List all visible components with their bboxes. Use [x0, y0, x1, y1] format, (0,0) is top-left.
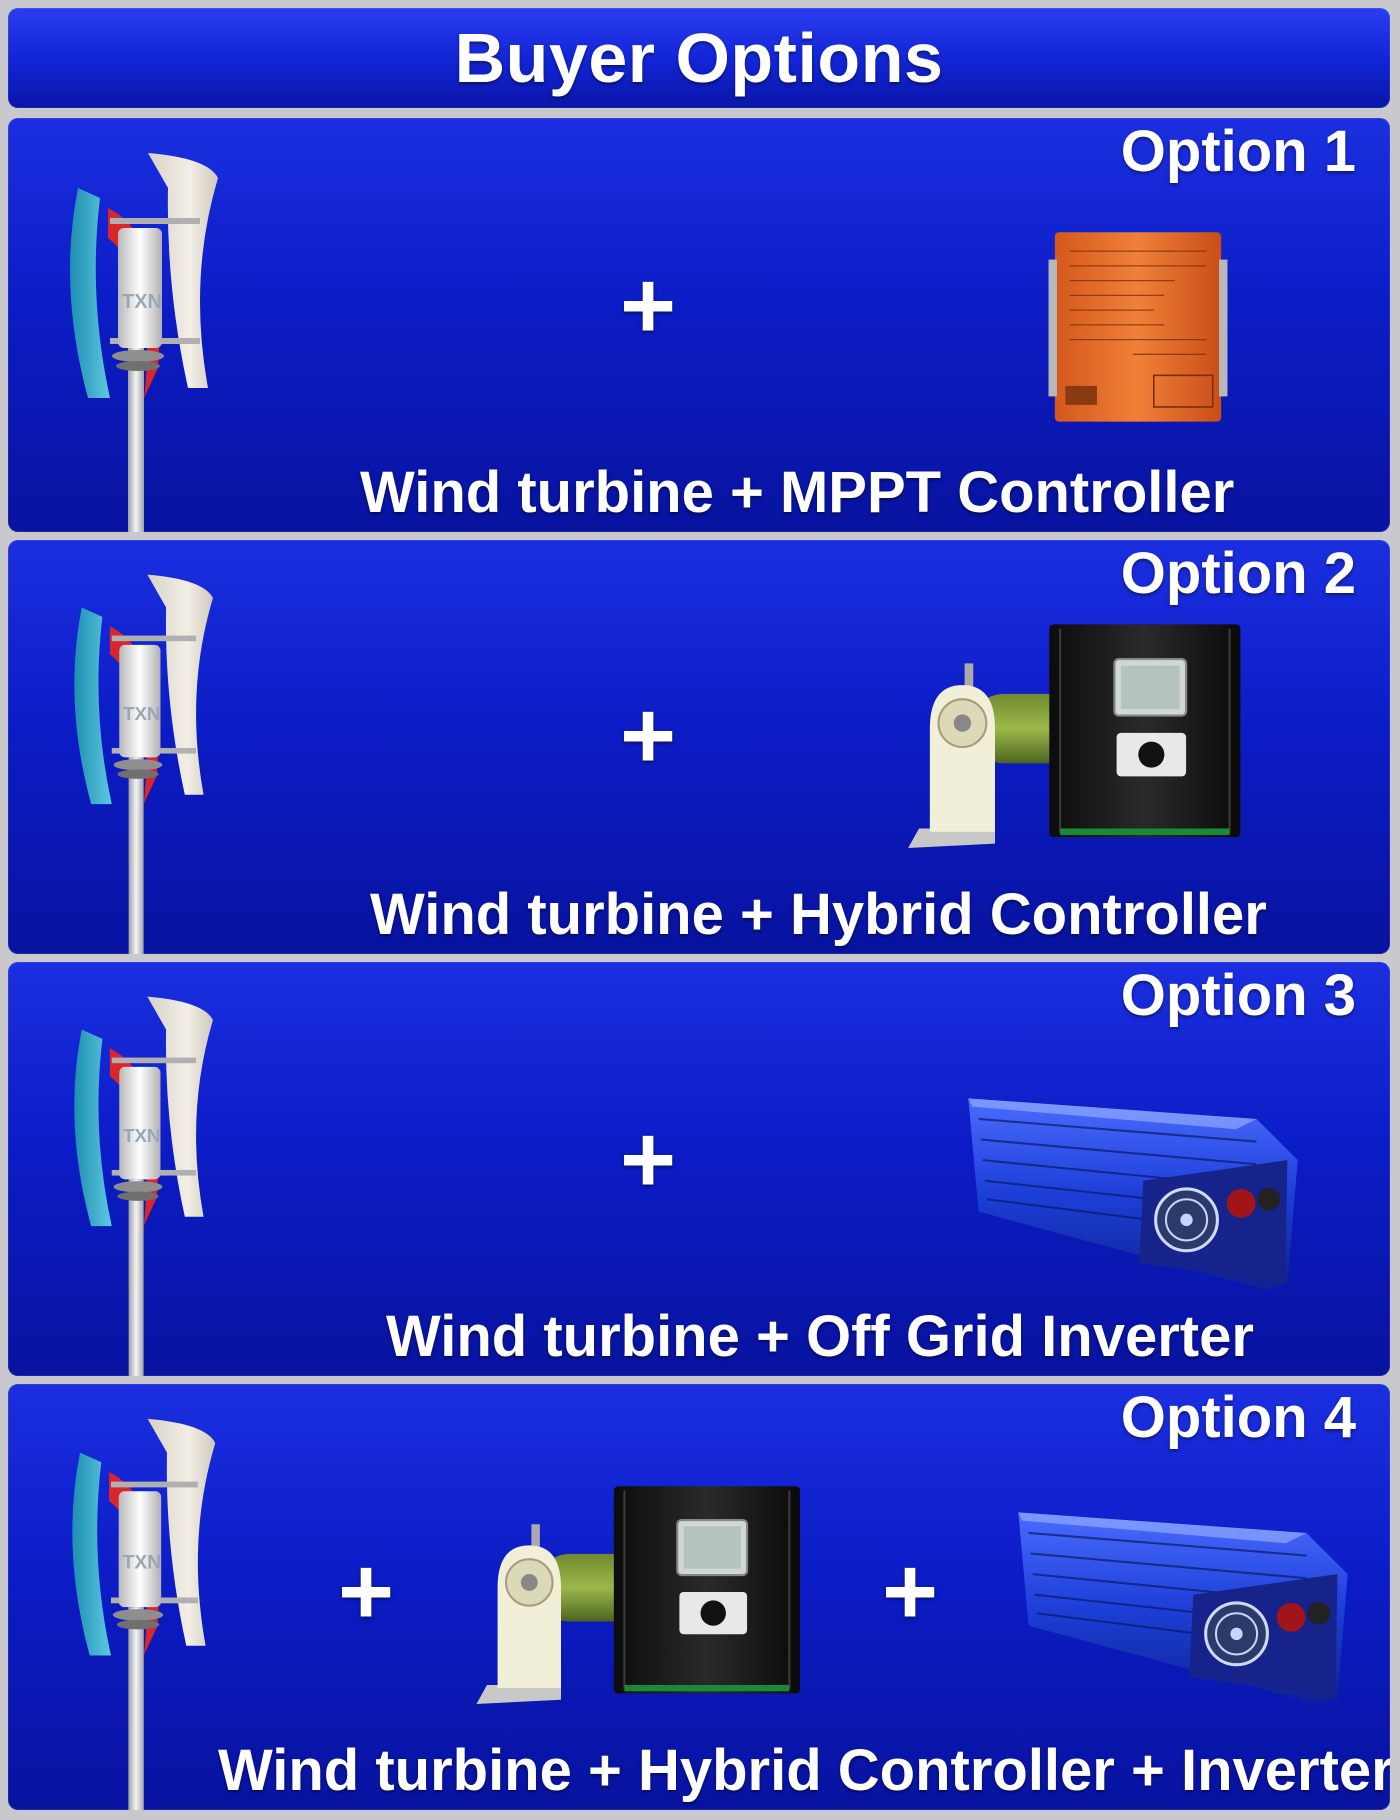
plus-sign: + — [620, 682, 677, 789]
vertical-wind-turbine-icon — [48, 1414, 228, 1810]
page-title: Buyer Options — [454, 19, 944, 97]
mppt-controller-icon — [1048, 228, 1228, 428]
option-panel-1: Option 1 + Wind turbine + MPPT Controlle… — [8, 118, 1390, 532]
off-grid-inverter-icon — [958, 1088, 1308, 1294]
vertical-wind-turbine-icon — [48, 570, 228, 954]
option-label: Option 1 — [1120, 119, 1356, 184]
vertical-wind-turbine-icon — [48, 148, 228, 532]
option-panel-4: Option 4 + + Wind turbine + Hybrid Contr… — [8, 1384, 1390, 1810]
option-label: Option 2 — [1120, 541, 1356, 606]
plus-sign: + — [882, 1538, 939, 1645]
off-grid-inverter-icon — [1008, 1502, 1358, 1708]
hybrid-controller-icon — [896, 620, 1246, 848]
option-panel-3: Option 3 + Wind turbine + Off Grid Inver… — [8, 962, 1390, 1376]
option-caption: Wind turbine + MPPT Controller — [360, 460, 1235, 525]
plus-sign: + — [620, 252, 677, 359]
option-caption: Wind turbine + Hybrid Controller — [370, 882, 1267, 947]
vertical-wind-turbine-icon — [48, 992, 228, 1376]
option-label: Option 3 — [1120, 963, 1356, 1028]
option-caption: Wind turbine + Off Grid Inverter — [386, 1304, 1254, 1369]
header-banner: Buyer Options — [8, 8, 1390, 108]
option-panel-2: Option 2 + Wind turbine + Hybrid Control… — [8, 540, 1390, 954]
option-label: Option 4 — [1120, 1385, 1356, 1450]
hybrid-controller-icon — [460, 1482, 810, 1704]
plus-sign: + — [338, 1538, 395, 1645]
plus-sign: + — [620, 1106, 677, 1213]
option-caption: Wind turbine + Hybrid Controller + Inver… — [218, 1738, 1390, 1803]
